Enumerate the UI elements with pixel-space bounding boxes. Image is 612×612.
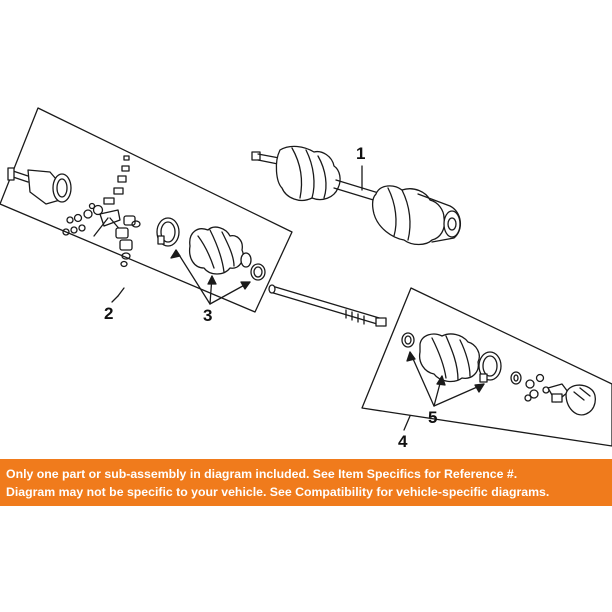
leader-2	[111, 295, 119, 303]
callout-2: 2	[104, 304, 114, 323]
axle-shaft-icon	[268, 284, 387, 327]
leader-4	[403, 415, 411, 431]
disclaimer-line-2: Diagram may not be specific to your vehi…	[6, 484, 550, 499]
outer-cv-joint-icon	[7, 167, 72, 205]
complete-axle-assembly-icon	[251, 145, 461, 246]
cv-boot-icon	[188, 226, 252, 275]
callout-1: 1	[356, 144, 366, 163]
cv-boot-icon	[418, 333, 480, 383]
boot-ring-icon	[250, 263, 266, 281]
boot-clamp-icon	[478, 351, 502, 383]
leaders-5	[406, 351, 485, 407]
disclaimer-banner: Only one part or sub-assembly in diagram…	[0, 459, 612, 506]
leaders-3	[170, 249, 251, 305]
inner-cv-joint-parts-icon	[510, 371, 597, 416]
boot-clamp-icon	[156, 217, 180, 247]
boot-ring-icon	[401, 332, 415, 348]
callout-3: 3	[203, 306, 213, 325]
callout-5: 5	[428, 408, 438, 427]
callout-4: 4	[398, 432, 408, 451]
disclaimer-line-1: Only one part or sub-assembly in diagram…	[6, 466, 518, 481]
cv-joint-small-parts-icon	[62, 155, 141, 268]
